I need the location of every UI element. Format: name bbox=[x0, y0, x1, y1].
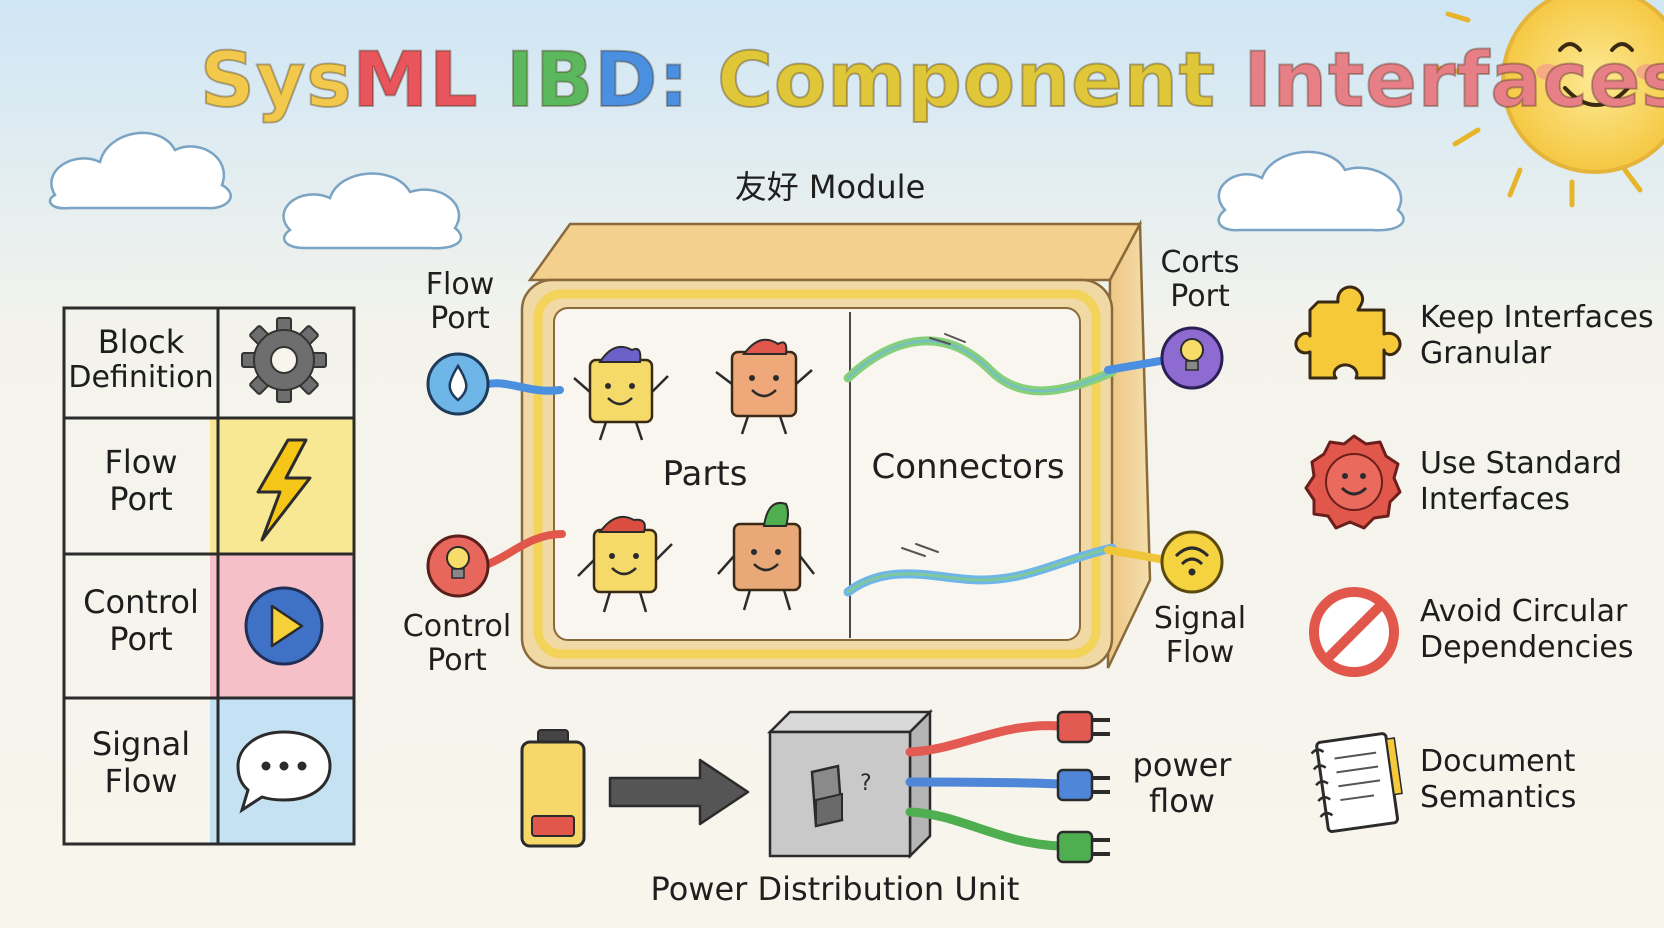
module-box bbox=[520, 219, 1152, 670]
lightning-icon bbox=[256, 438, 312, 542]
arrow-icon bbox=[608, 758, 750, 826]
title-part-4: D: bbox=[593, 34, 690, 125]
signal-flow-icon[interactable] bbox=[1160, 530, 1224, 594]
plug-green-icon bbox=[1056, 830, 1110, 864]
flow-port-label: Flow Port bbox=[425, 267, 495, 336]
smiley-badge-icon bbox=[1304, 434, 1402, 530]
play-icon bbox=[244, 586, 324, 666]
signal-flow-wire bbox=[1104, 546, 1170, 564]
control-port-icon[interactable] bbox=[426, 534, 490, 598]
cloud-center-icon bbox=[282, 172, 463, 250]
legend-label-control-port: Control Port bbox=[83, 583, 199, 658]
connector-top bbox=[843, 333, 1117, 396]
tip-use-standard-interfaces: Use Standard Interfaces bbox=[1420, 446, 1623, 517]
puzzle-icon bbox=[1294, 285, 1402, 380]
tip-document-semantics: Document Semantics bbox=[1420, 744, 1577, 815]
title-part-5: Component bbox=[716, 34, 1217, 125]
connector-bottom bbox=[843, 543, 1117, 597]
title-part-1: Sys bbox=[199, 34, 353, 125]
legend-label-signal-flow: Signal Flow bbox=[91, 725, 191, 800]
plug-red-icon bbox=[1056, 710, 1110, 744]
title-part-6: Interfaces bbox=[1243, 34, 1664, 125]
corts-port-wire bbox=[1104, 356, 1170, 374]
notebook-icon bbox=[1310, 732, 1403, 833]
part-character-1-icon bbox=[573, 346, 669, 441]
corts-port-label: Corts Port bbox=[1160, 245, 1240, 314]
tip-avoid-circular-dependencies: Avoid Circular Dependencies bbox=[1420, 594, 1634, 665]
switch-icon[interactable] bbox=[810, 764, 844, 828]
no-sign-icon bbox=[1309, 587, 1399, 677]
sun-icon bbox=[1435, 0, 1664, 208]
page-title: SysML IBD: Component Interfaces bbox=[199, 30, 1664, 130]
tip-keep-interfaces-granular: Keep Interfaces Granular bbox=[1420, 300, 1654, 371]
control-port-label: Control Port bbox=[402, 609, 512, 678]
module-label: 友好 Module bbox=[734, 168, 926, 206]
flow-port-wire bbox=[484, 379, 564, 395]
part-character-2-icon bbox=[715, 338, 813, 435]
power-flow-label: power flow bbox=[1132, 746, 1232, 820]
flow-port-icon[interactable] bbox=[426, 352, 490, 416]
legend-label-block-definition: Block Definition bbox=[68, 323, 214, 395]
gear-icon bbox=[241, 317, 327, 403]
legend-label-flow-port: Flow Port bbox=[104, 443, 178, 518]
part-character-3-icon bbox=[577, 516, 673, 613]
plug-cables bbox=[905, 721, 1065, 851]
cloud-right-icon bbox=[1217, 150, 1405, 232]
title-part-3: IB bbox=[505, 34, 595, 125]
plug-blue-icon bbox=[1056, 768, 1110, 802]
part-character-4-icon bbox=[717, 502, 815, 611]
corts-port-icon[interactable] bbox=[1160, 326, 1224, 390]
pdu-label: Power Distribution Unit bbox=[650, 870, 1020, 908]
cloud-left-icon bbox=[48, 131, 232, 210]
battery-icon bbox=[520, 729, 586, 848]
title-part-2: ML bbox=[352, 34, 479, 125]
speech-bubble-icon bbox=[236, 730, 332, 814]
parts-label: Parts bbox=[662, 454, 748, 494]
signal-flow-port-label: Signal Flow bbox=[1153, 601, 1247, 670]
switch-mark: ? bbox=[860, 771, 872, 796]
control-port-wire bbox=[484, 530, 566, 568]
connectors-label: Connectors bbox=[871, 447, 1065, 487]
